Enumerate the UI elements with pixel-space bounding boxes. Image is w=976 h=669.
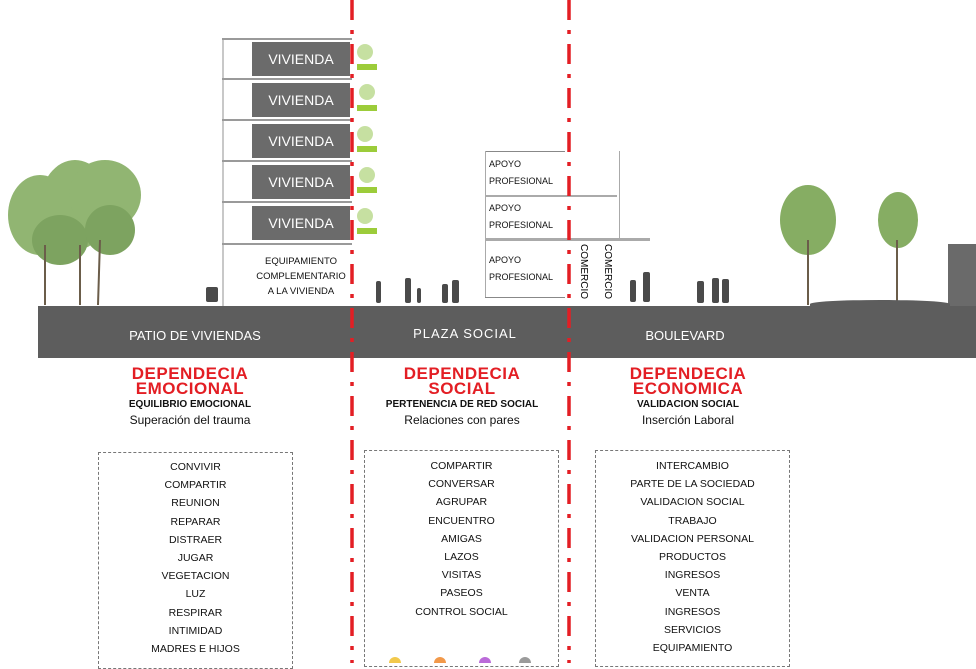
- list-box-economica: INTERCAMBIO PARTE DE LA SOCIEDAD VALIDAC…: [595, 450, 790, 667]
- list-item: LAZOS: [444, 550, 479, 563]
- list-item: PARTE DE LA SOCIEDAD: [630, 478, 755, 491]
- list-item: CONVIVIR: [170, 461, 221, 473]
- list-item: VENTA: [675, 587, 710, 600]
- plaza-wall: [619, 151, 620, 238]
- vivienda-floor-4: VIVIENDA: [252, 83, 350, 117]
- person-figure: [722, 279, 729, 303]
- floor-slab: [222, 201, 352, 203]
- zone-boulevard: BOULEVARD: [645, 328, 725, 343]
- list-item: EQUIPAMIENTO: [652, 641, 733, 654]
- list-item: SERVICIOS: [664, 623, 721, 636]
- list-item: INGRESOS: [664, 605, 721, 618]
- heading-line: EMOCIONAL: [135, 379, 245, 398]
- column-subtitle-2: Superación del trauma: [129, 413, 251, 427]
- list-item: PRODUCTOS: [659, 550, 726, 563]
- list-item: MADRES E HIJOS: [151, 642, 240, 655]
- column-subtitle: EQUILIBRIO EMOCIONAL: [128, 399, 252, 410]
- person-figure: [442, 284, 448, 303]
- heading-line: DEPENDECIA: [131, 364, 249, 383]
- vivienda-floor-5: VIVIENDA: [252, 42, 350, 76]
- column-subtitle-2: Inserción Laboral: [641, 413, 735, 427]
- list-item: PASEOS: [440, 587, 483, 600]
- list-item: TRABAJO: [668, 514, 717, 527]
- heading-line: DEPENDECIA: [403, 364, 521, 383]
- item-list: INTERCAMBIO PARTE DE LA SOCIEDAD VALIDAC…: [596, 451, 789, 657]
- ground-section: [38, 306, 976, 358]
- list-item: COMPARTIR: [430, 460, 493, 472]
- zone-patio-de-viviendas: PATIO DE VIVIENDAS: [129, 328, 261, 343]
- ground-mound: [810, 300, 950, 308]
- balcony-plants: [357, 44, 377, 234]
- list-item: INTIMIDAD: [168, 624, 223, 637]
- floor-slab: [222, 119, 352, 121]
- column-social: DEPENDECIA SOCIAL PERTENENCIA DE RED SOC…: [362, 364, 562, 427]
- person-figure: [712, 278, 719, 303]
- list-item: REPARAR: [170, 515, 221, 528]
- ground-floor-label: EQUIPAMIENTO COMPLEMENTARIO A LA VIVIEND…: [256, 256, 346, 297]
- zone-plaza-social: PLAZA SOCIAL: [413, 326, 517, 341]
- list-item: REUNION: [171, 497, 220, 510]
- vivienda-floor-3: VIVIENDA: [252, 124, 350, 158]
- list-item: ENCUENTRO: [428, 514, 495, 527]
- person-figure: [697, 281, 704, 303]
- plaza-wall: [485, 151, 486, 298]
- tree-right-group: [780, 185, 918, 255]
- list-item: INTERCAMBIO: [656, 460, 729, 472]
- decorative-dots: [389, 657, 531, 663]
- floor-slab: [222, 160, 352, 162]
- heading-line: DEPENDECIA: [629, 364, 747, 383]
- list-item: VISITAS: [441, 569, 482, 582]
- column-subtitle: PERTENENCIA DE RED SOCIAL: [385, 399, 539, 410]
- person-figure: [417, 288, 421, 303]
- plaza-slab: [485, 151, 565, 152]
- list-item: CONVERSAR: [428, 478, 495, 491]
- item-list: COMPARTIR CONVERSAR AGRUPAR ENCUENTRO AM…: [365, 451, 558, 621]
- list-item: VEGETACION: [161, 570, 230, 583]
- trees-illustration: [8, 160, 918, 306]
- list-item: AGRUPAR: [435, 496, 488, 509]
- list-item: JUGAR: [177, 551, 214, 564]
- column-subtitle-2: Relaciones con pares: [404, 413, 520, 427]
- list-item: VALIDACION SOCIAL: [640, 496, 745, 509]
- floor-slab: [222, 243, 352, 245]
- list-item: CONTROL SOCIAL: [415, 605, 508, 618]
- list-box-emocional: CONVIVIR COMPARTIR REUNION REPARAR DISTR…: [98, 452, 293, 669]
- tree-left-group: [8, 160, 141, 265]
- floor-slab: [222, 38, 352, 40]
- plaza-slab: [485, 195, 617, 197]
- list-box-social: COMPARTIR CONVERSAR AGRUPAR ENCUENTRO AM…: [364, 450, 559, 667]
- list-item: COMPARTIR: [164, 479, 227, 492]
- heading-line: SOCIAL: [428, 379, 496, 398]
- list-item: DISTRAER: [168, 533, 223, 546]
- vivienda-floor-2: VIVIENDA: [252, 165, 350, 199]
- heading-line: ECONOMICA: [632, 379, 744, 398]
- person-figure: [376, 281, 381, 303]
- plaza-slab: [485, 297, 565, 298]
- list-item: AMIGAS: [441, 532, 482, 545]
- column-economica: DEPENDECIA ECONOMICA VALIDACION SOCIAL I…: [588, 364, 788, 427]
- column-subtitle: VALIDACION SOCIAL: [636, 399, 740, 410]
- list-item: RESPIRAR: [168, 606, 223, 619]
- list-item: VALIDACION PERSONAL: [631, 532, 754, 545]
- building-left-edge: [222, 38, 224, 308]
- person-figure: [630, 280, 636, 302]
- person-figure: [405, 278, 411, 303]
- person-figure: [643, 272, 650, 302]
- floor-slab: [222, 78, 352, 80]
- vivienda-floor-1: VIVIENDA: [252, 206, 350, 240]
- person-figure: [452, 280, 459, 303]
- adjacent-building: [948, 244, 976, 308]
- column-emocional: DEPENDECIA EMOCIONAL EQUILIBRIO EMOCIONA…: [90, 364, 290, 427]
- person-wheelchair: [206, 287, 218, 302]
- list-item: LUZ: [185, 588, 206, 601]
- list-item: INGRESOS: [664, 569, 721, 582]
- item-list: CONVIVIR COMPARTIR REUNION REPARAR DISTR…: [99, 453, 292, 658]
